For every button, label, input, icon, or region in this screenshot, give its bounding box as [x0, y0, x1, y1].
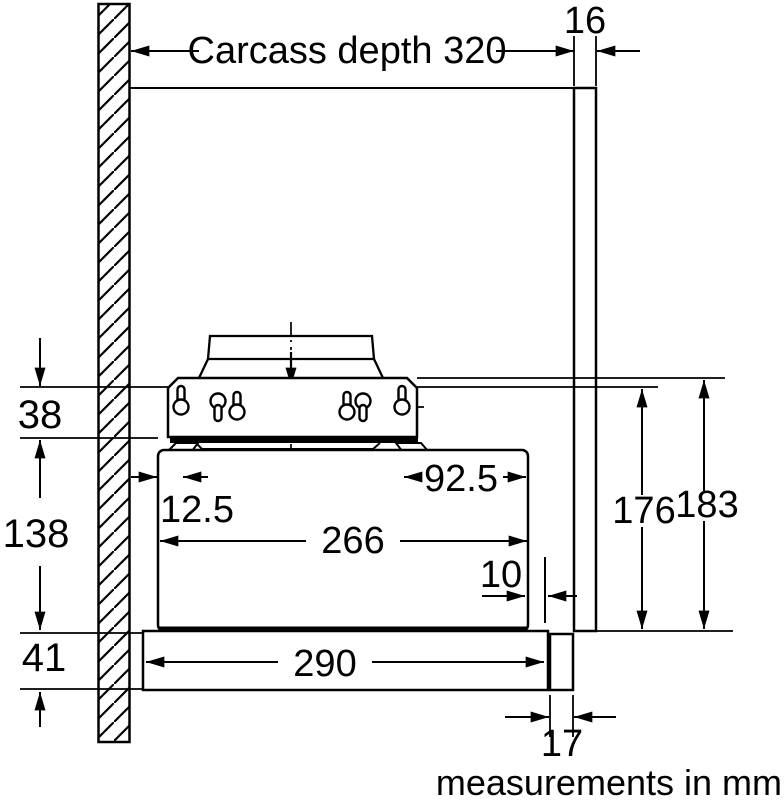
dim-17: 17: [505, 695, 616, 765]
dim-label-17: 17: [541, 723, 583, 765]
dim-panel-16: 16: [564, 0, 640, 86]
dim-label-carcass-depth: Carcass depth 320: [188, 30, 507, 72]
dim-label-176: 176: [612, 490, 675, 532]
dim-label-138: 138: [3, 512, 70, 556]
dim-176: 176: [612, 389, 676, 630]
dim-12-5: 12.5: [131, 471, 234, 531]
hood-top-flange-bar: [170, 438, 418, 443]
dim-label-12-5: 12.5: [160, 489, 234, 531]
dim-label-10: 10: [480, 554, 522, 596]
door-panel-16mm: [572, 86, 598, 633]
hood-top-tray: [195, 442, 381, 450]
wall-section-hatched: [97, 2, 131, 744]
reference-lines-right: [417, 377, 733, 632]
dim-carcass-depth: Carcass depth 320: [130, 30, 575, 72]
units-note: measurements in mm: [436, 762, 782, 800]
dim-label-16: 16: [564, 0, 606, 42]
dim-266: 266: [159, 520, 527, 562]
dim-label-290: 290: [293, 643, 356, 685]
duct-collar: [197, 334, 385, 379]
dim-183: 183: [675, 380, 739, 630]
dim-label-266: 266: [321, 520, 384, 562]
dim-10: 10: [480, 554, 577, 602]
dim-label-92-5: 92.5: [424, 458, 498, 500]
pull-out-visor: [141, 629, 550, 692]
door-bottom-rail: [548, 632, 575, 692]
dim-label-38: 38: [18, 393, 63, 437]
dim-label-183: 183: [675, 484, 738, 526]
dim-92-5: 92.5: [404, 458, 526, 500]
dim-290: 290: [145, 643, 545, 685]
dim-label-41: 41: [22, 636, 67, 680]
keyhole-slots: [172, 384, 411, 423]
dim-left-column: 38 138 41: [3, 338, 70, 727]
reference-lines-left: [20, 386, 168, 690]
mounting-bracket: [166, 376, 419, 439]
